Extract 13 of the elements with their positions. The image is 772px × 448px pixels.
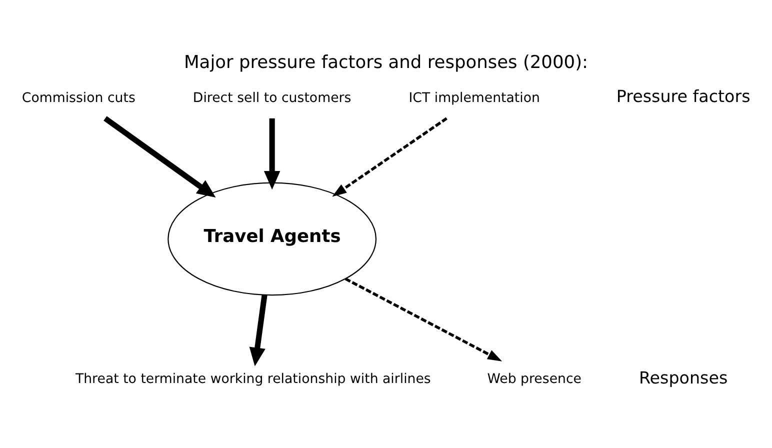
label: Pressure factors (616, 86, 750, 106)
node-text: ICT implementation (408, 90, 540, 106)
node-text: Direct sell to customers (192, 90, 352, 106)
node-text: Commission cuts (22, 90, 136, 106)
arrow (104, 116, 216, 198)
node-text: Web presence (487, 371, 582, 386)
arrow (344, 277, 502, 361)
label: Responses (638, 368, 728, 387)
arrow (264, 118, 280, 190)
arrow (249, 294, 268, 366)
node-text: Threat to terminate working relationship with airlines (75, 371, 431, 386)
diagram-title: Major pressure factors and responses (2000): (184, 52, 588, 73)
arrow (332, 116, 448, 196)
